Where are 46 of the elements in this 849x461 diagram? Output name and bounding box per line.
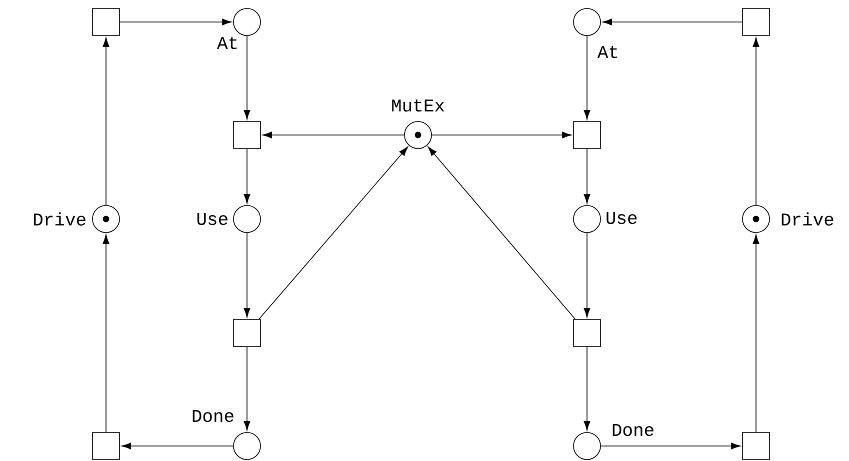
arrow: [584, 232, 590, 318]
place-label: MutEx: [392, 99, 444, 112]
place-label: Drive: [782, 212, 834, 226]
arrow: [584, 148, 590, 204]
arrow: [244, 232, 250, 318]
arrow: [262, 132, 404, 138]
arrow: [752, 37, 760, 206]
arrow: [752, 234, 760, 432]
place-label: Use: [197, 212, 228, 225]
place-circle: [573, 432, 601, 460]
place-circle: [742, 205, 770, 233]
arrow: [584, 346, 590, 431]
arrow: [102, 234, 110, 432]
place-label: Done: [192, 410, 234, 422]
place-label: At: [597, 46, 618, 58]
transition-box: [92, 432, 120, 460]
transition-box: [573, 319, 601, 347]
transition-box: [573, 121, 601, 149]
arrow: [120, 18, 232, 26]
transition-box: [742, 8, 770, 36]
arrow: [244, 36, 250, 120]
arrow: [600, 442, 741, 450]
place-circle: [233, 432, 261, 460]
place-label: Done: [612, 424, 654, 436]
place-circle: [233, 8, 261, 36]
place-label: Drive: [34, 212, 86, 226]
arrow: [244, 346, 250, 431]
transition-box: [233, 319, 261, 347]
arrow: [121, 442, 234, 450]
arrow: [584, 36, 590, 120]
place-label: At: [217, 36, 237, 50]
place-circle: [404, 121, 432, 149]
transition-box: [92, 8, 120, 36]
arrow: [102, 37, 110, 206]
place-circle: [233, 205, 261, 233]
place-circle: [573, 8, 601, 36]
place-label: Use: [606, 212, 637, 224]
transition-box: [742, 432, 770, 460]
arrow: [244, 148, 250, 204]
arrow: [432, 132, 572, 138]
place-circle: [573, 205, 601, 233]
arrow: [428, 146, 576, 320]
arrow: [258, 146, 408, 320]
place-circle: [92, 205, 120, 233]
transition-box: [233, 121, 261, 149]
arrow: [602, 18, 742, 26]
